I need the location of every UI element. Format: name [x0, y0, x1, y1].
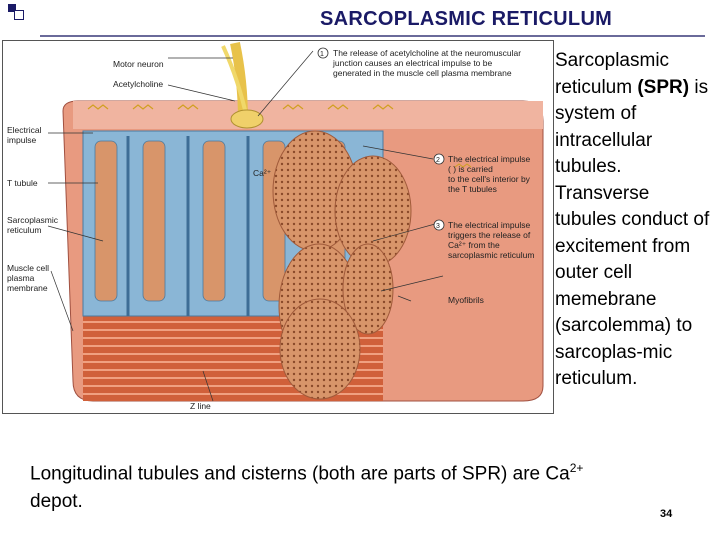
step-3-line-3: Ca²⁺ from the [448, 240, 500, 250]
side-text-bold: (SPR) [637, 76, 690, 98]
label-muscle-membrane-2: plasma [7, 273, 35, 283]
bottom-text-main: Longitudinal tubules and cisterns (both … [30, 463, 570, 485]
step-3-number: 3 [436, 223, 440, 230]
step-2-marker [433, 153, 445, 165]
step-2-line-3: to the cell's interior by [448, 174, 531, 184]
step-3-marker [433, 219, 445, 231]
label-electrical-impulse-2: impulse [7, 135, 37, 145]
step-1-line-2: junction causes an electrical impulse to… [332, 58, 492, 68]
bottom-text-superscript: 2+ [569, 461, 584, 475]
step-3-line-4: sarcoplasmic reticulum [448, 250, 534, 260]
step-2-line-1: The electrical impulse [448, 154, 530, 164]
step-2-number: 2 [436, 157, 440, 164]
label-ca: Ca²⁺ [253, 168, 272, 178]
step-1-line-3: generated in the muscle cell plasma memb… [333, 68, 512, 78]
label-acetylcholine: Acetylcholine [113, 79, 163, 89]
bottom-text-end: depot. [30, 491, 83, 513]
side-text-part1: Sarcoplasmic reticulum [555, 50, 670, 98]
side-description: Sarcoplasmic reticulum (SPR) is system o… [555, 48, 715, 393]
step-3-line-1: The electrical impulse [448, 220, 530, 230]
step-1-marker [317, 47, 329, 59]
label-muscle-membrane-3: membrane [7, 283, 48, 293]
page-number: 34 [660, 508, 673, 520]
label-sr-2: reticulum [7, 225, 41, 235]
label-t-tubule: T tubule [7, 178, 38, 188]
bottom-description: Longitudinal tubules and cisterns (both … [30, 454, 710, 516]
label-motor-neuron: Motor neuron [113, 59, 164, 69]
step-1-line-1: The release of acetylcholine at the neur… [333, 48, 521, 58]
label-z-line: Z line [190, 401, 211, 411]
step-2-line-4: the T tubules [448, 184, 497, 194]
step-2-line-2: ( ) is carried [448, 164, 493, 174]
label-muscle-membrane-1: Muscle cell [7, 263, 49, 273]
label-electrical-impulse-1: Electrical [7, 125, 42, 135]
slide-title: SARCOPLASMIC RETICULUM [320, 8, 613, 30]
impulse-symbol-icon [454, 163, 472, 168]
corner-decoration [8, 4, 24, 20]
step-3-line-2: triggers the release of [448, 230, 531, 240]
side-text-part2: is system of intracellular tubules. Tran… [555, 76, 710, 390]
title-divider [40, 35, 705, 37]
sarcoplasmic-reticulum-diagram: Motor neuron Acetylcholine Electrical im… [2, 40, 554, 414]
label-myofibrils: Myofibrils [448, 295, 484, 305]
step-1-number: 1 [320, 51, 324, 58]
label-sr-1: Sarcoplasmic [7, 215, 59, 225]
